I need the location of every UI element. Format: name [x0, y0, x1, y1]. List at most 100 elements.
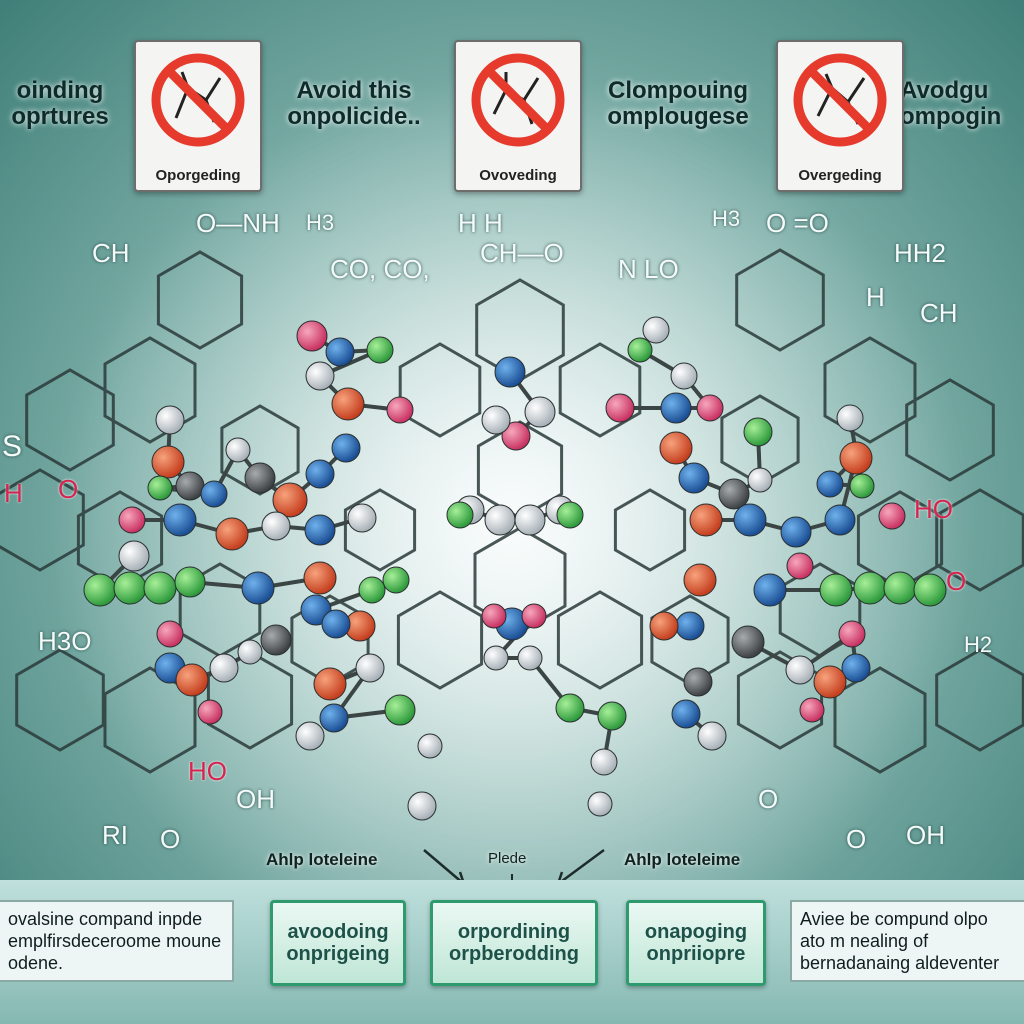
header-label-4-line2: ompogin — [900, 103, 1002, 130]
option-button-3-line1: onapoging — [644, 921, 748, 943]
option-button-3-line2: onpriiopre — [646, 943, 746, 965]
atom-carbon — [718, 478, 750, 510]
label-h3-right: H3 — [712, 206, 741, 231]
label-h2-right: H2 — [964, 632, 993, 657]
atom-hydrogen — [155, 405, 185, 435]
atom-chlorine — [147, 475, 173, 501]
atom-hydrogen — [237, 639, 263, 665]
atom-hydrogen-pink — [197, 699, 223, 725]
atom-nitrogen — [241, 571, 275, 605]
atom-nitrogen — [841, 653, 871, 683]
atom-hydrogen-pink — [386, 396, 414, 424]
atom-chlorine — [597, 701, 627, 731]
atom-nitrogen — [816, 470, 844, 498]
atom-nitrogen — [331, 433, 361, 463]
label-ch-left: CH — [92, 238, 130, 268]
atom-oxygen — [649, 611, 679, 641]
atom-hydrogen-pink — [156, 620, 184, 648]
atom-carbon — [244, 462, 276, 494]
atom-chlorine — [384, 694, 416, 726]
hexagon-ring-16 — [935, 488, 1024, 592]
atom-hydrogen — [417, 733, 443, 759]
atom-hydrogen — [305, 361, 335, 391]
header-label-1-line1: oinding — [16, 77, 104, 104]
atom-oxygen — [272, 482, 308, 518]
footer-right-box: Aviee be compund olpo ato m nealing of b… — [790, 900, 1024, 982]
header-label-3-line2: omplougese — [607, 103, 749, 130]
atom-nitrogen — [494, 356, 526, 388]
hexagon-ring-19 — [15, 648, 105, 752]
atom-hydrogen — [785, 655, 815, 685]
atom-hydrogen — [697, 721, 727, 751]
label-ch-right: CH — [920, 298, 958, 328]
atom-oxygen — [683, 563, 717, 597]
footer-right-line2: ato m nealing of — [800, 931, 929, 951]
hexagon-ring-26 — [935, 648, 1024, 752]
prohibition-sign-1-caption: Oporgeding — [155, 167, 241, 184]
atom-chlorine — [366, 336, 394, 364]
atom-hydrogen — [670, 362, 698, 390]
option-button-2[interactable]: orpordining orpberodding — [430, 900, 598, 986]
header-label-3-line1: Clompouing — [608, 77, 748, 104]
atom-chlorine — [446, 501, 474, 529]
atom-oxygen — [175, 663, 209, 697]
atom-carbon — [260, 624, 292, 656]
atom-hydrogen-pink — [296, 320, 328, 352]
label-o-bottom-right-2: O — [846, 824, 867, 854]
atom-hydrogen — [355, 653, 385, 683]
atom-hydrogen-pink — [521, 603, 547, 629]
label-hh2: HH2 — [894, 238, 947, 268]
hexagon-ring-2 — [25, 368, 115, 472]
atom-nitrogen — [733, 503, 767, 537]
hexagon-ring-30 — [613, 488, 687, 572]
atom-hydrogen-pink — [786, 552, 814, 580]
atom-hydrogen — [484, 504, 516, 536]
atom-nitrogen — [304, 514, 336, 546]
atom-nitrogen — [200, 480, 228, 508]
atom-hydrogen — [209, 653, 239, 683]
label-o-right: O — [946, 566, 967, 596]
option-button-2-line1: orpordining — [457, 921, 571, 943]
label-o-bottom-right-1: O — [758, 784, 779, 814]
option-button-3[interactable]: onapoging onpriiopre — [626, 900, 766, 986]
header-label-2-line2: onpolicide.. — [287, 103, 421, 130]
atom-oxygen — [313, 667, 347, 701]
atom-hydrogen — [407, 791, 437, 821]
atom-hydrogen — [295, 721, 325, 751]
atom-chlorine — [358, 576, 386, 604]
hexagon-ring-8 — [558, 342, 642, 438]
atom-chlorine — [913, 573, 947, 607]
hexagon-ring-13 — [735, 248, 825, 352]
atom-nitrogen — [325, 337, 355, 367]
atom-nitrogen — [163, 503, 197, 537]
option-button-2-line2: orpberodding — [449, 943, 579, 965]
atom-hydrogen — [261, 511, 291, 541]
atom-hydrogen — [514, 504, 546, 536]
atom-chlorine — [627, 337, 653, 363]
atom-chlorine — [174, 566, 206, 598]
atom-hydrogen-pink — [501, 421, 531, 451]
atom-hydrogen — [590, 748, 618, 776]
footer-left-line2: emplfirsdeceroome moune — [8, 931, 222, 951]
note-right: Ahlp loteleime — [624, 850, 741, 869]
atom-chlorine — [83, 573, 117, 607]
no-symbol-icon — [793, 53, 887, 147]
label-h3-left: H3 — [306, 210, 335, 235]
hexagon-ring-9 — [476, 420, 564, 520]
footer-right-line3: bernadanaing aldeventer — [800, 953, 1000, 973]
atom-nitrogen — [678, 462, 710, 494]
option-button-1[interactable]: avoodoing onprigeing — [270, 900, 406, 986]
hexagon-ring-29 — [343, 488, 417, 572]
label-h-small: H — [866, 282, 885, 312]
hexagon-ring-4 — [76, 490, 164, 590]
atom-hydrogen — [747, 467, 773, 493]
atom-oxygen — [659, 431, 693, 465]
atom-nitrogen — [319, 703, 349, 733]
hexagon-ring-15 — [905, 378, 995, 482]
hexagon-ring-1 — [103, 336, 197, 444]
label-oh-left: OH — [236, 784, 275, 814]
hexagon-ring-0 — [156, 250, 244, 350]
atom-oxygen — [689, 503, 723, 537]
footer-left-line3: odene. — [8, 953, 64, 973]
atom-hydrogen — [587, 791, 613, 817]
